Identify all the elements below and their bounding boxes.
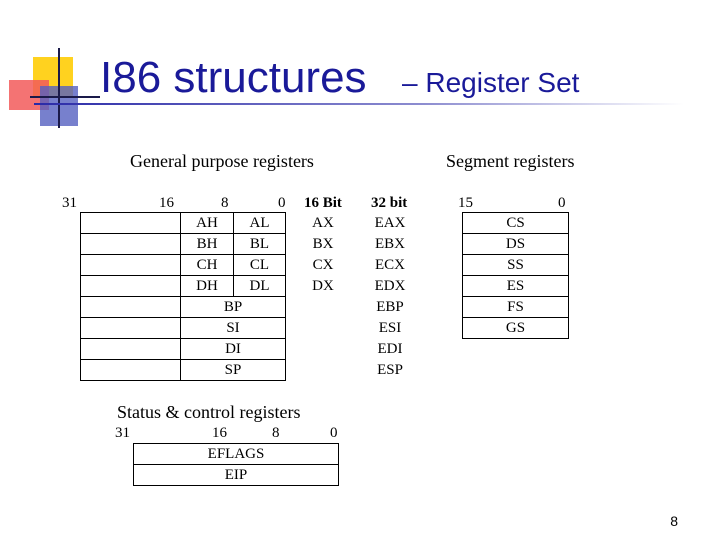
gp-16bit-name: BX <box>312 236 334 252</box>
gp-high-byte: AH <box>180 212 234 234</box>
gp-upper-half <box>80 254 181 276</box>
gp-upper-half <box>80 359 181 381</box>
gp-16bit-name: DX <box>312 278 334 294</box>
page-number: 8 <box>670 513 678 529</box>
segment-registers-heading: Segment registers <box>446 151 575 171</box>
page-subtitle: – Register Set <box>402 67 580 98</box>
gp-lower-word: DI <box>180 338 286 360</box>
segment-register-cell: SS <box>462 254 569 276</box>
col-16bit-header: 16 Bit <box>304 195 342 211</box>
gp-upper-half <box>80 317 181 339</box>
status-bit-0: 0 <box>330 425 338 441</box>
segment-register-cell: FS <box>462 296 569 318</box>
status-bit-31: 31 <box>115 425 130 441</box>
general-registers-heading: General purpose registers <box>130 151 314 171</box>
gp-16bit-name: AX <box>312 215 334 231</box>
gp-32bit-name: EAX <box>374 215 406 231</box>
gp-32bit-name: EBP <box>376 299 404 315</box>
logo-vertical-line <box>58 48 60 128</box>
gp-bit-31: 31 <box>62 195 77 211</box>
segment-register-cell: ES <box>462 275 569 297</box>
gp-32bit-name: ESP <box>377 362 403 378</box>
status-register-cell: EFLAGS <box>133 443 339 465</box>
gp-high-byte: CH <box>180 254 234 276</box>
gp-low-byte: DL <box>233 275 286 297</box>
segment-register-cell: DS <box>462 233 569 255</box>
gp-lower-word: SP <box>180 359 286 381</box>
gp-32bit-name: EDI <box>377 341 403 357</box>
seg-bit-0: 0 <box>558 195 566 211</box>
page-title: I86 structures <box>100 53 367 102</box>
gp-lower-word: SI <box>180 317 286 339</box>
gp-16bit-name: CX <box>312 257 334 273</box>
gp-upper-half <box>80 233 181 255</box>
gp-bit-16: 16 <box>159 195 174 211</box>
gp-32bit-name: EBX <box>375 236 405 252</box>
status-bit-16: 16 <box>212 425 227 441</box>
gp-32bit-name: ESI <box>378 320 402 336</box>
seg-bit-15: 15 <box>458 195 473 211</box>
gp-low-byte: BL <box>233 233 286 255</box>
gp-high-byte: BH <box>180 233 234 255</box>
segment-register-cell: CS <box>462 212 569 234</box>
gp-low-byte: AL <box>233 212 286 234</box>
status-register-cell: EIP <box>133 464 339 486</box>
gp-low-byte: CL <box>233 254 286 276</box>
gp-high-byte: DH <box>180 275 234 297</box>
logo-horizontal-line <box>30 96 100 98</box>
status-bit-8: 8 <box>272 425 280 441</box>
col-32bit-header: 32 bit <box>371 195 408 211</box>
gp-lower-word: BP <box>180 296 286 318</box>
gp-bit-8: 8 <box>221 195 229 211</box>
gp-32bit-name: ECX <box>375 257 405 273</box>
gp-upper-half <box>80 296 181 318</box>
gp-bit-0: 0 <box>278 195 286 211</box>
status-registers-heading: Status & control registers <box>117 402 301 422</box>
gp-upper-half <box>80 212 181 234</box>
segment-register-cell: GS <box>462 317 569 339</box>
title-divider <box>34 103 684 105</box>
gp-upper-half <box>80 338 181 360</box>
gp-upper-half <box>80 275 181 297</box>
gp-32bit-name: EDX <box>374 278 406 294</box>
